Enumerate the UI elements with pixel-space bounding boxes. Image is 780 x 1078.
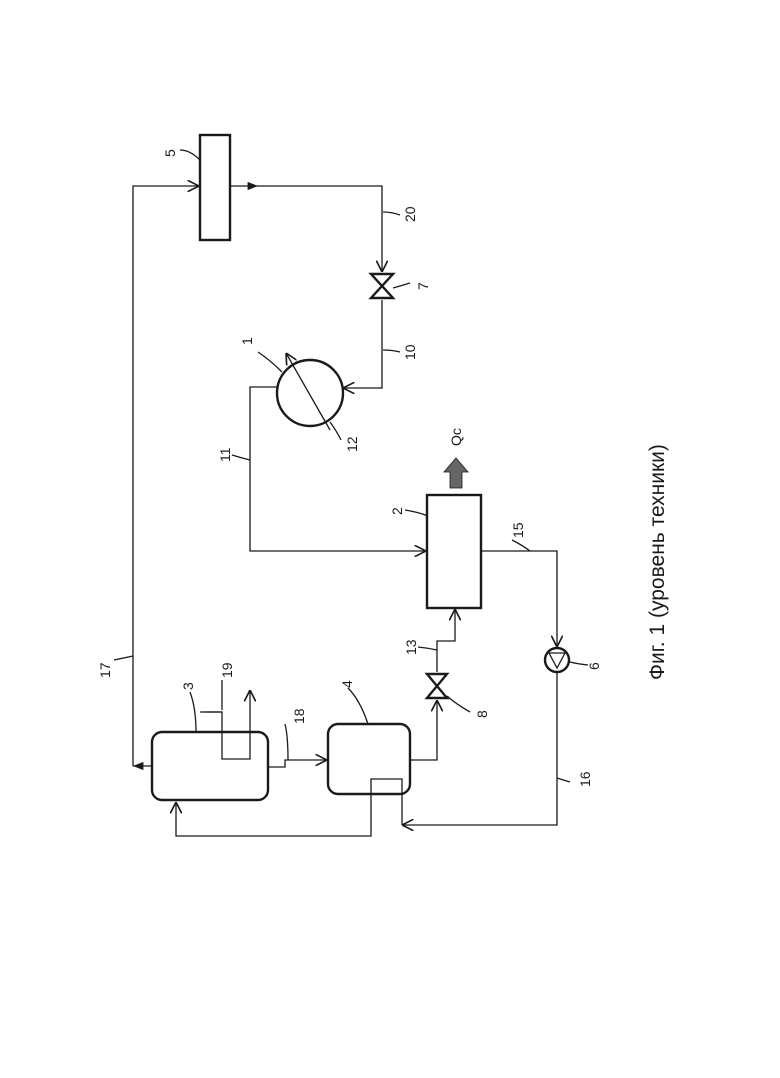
label-15: 15 [510,522,526,538]
heat-output-arrow [444,458,468,488]
pump-6-triangle [549,653,565,668]
heat-output-label: Qc [448,428,464,446]
label-17: 17 [97,662,113,678]
label-1: 1 [239,337,255,345]
line-13-a [410,700,437,760]
line-20 [258,186,382,272]
label-16: 16 [577,771,593,787]
unit-1-circle [277,360,343,426]
leader-4 [348,688,368,724]
label-5: 5 [162,149,178,157]
leader-18 [285,724,288,760]
label-6: 6 [586,662,602,670]
label-13: 13 [403,639,419,655]
leader-5 [180,150,200,160]
unit-1-diagonal-arrow [286,353,330,430]
leader-7 [393,283,410,288]
line-16 [402,672,557,825]
leader-8 [447,696,470,712]
label-19: 19 [219,662,235,678]
leader-13 [418,647,437,650]
leader-11 [232,455,250,460]
leader-12 [330,422,341,440]
label-2: 2 [389,507,405,515]
label-18: 18 [291,708,307,724]
label-4: 4 [339,680,355,688]
label-12: 12 [344,436,360,452]
leader-10 [383,350,400,352]
leader-20 [383,212,400,215]
unit-4-internal-tube [176,779,402,836]
leader-2 [405,510,428,516]
unit-2-box [427,495,481,608]
line-17 [133,186,199,766]
leader-15 [512,540,530,551]
valve-8-symbol [427,674,447,698]
leader-1 [258,352,282,372]
label-20: 20 [402,206,418,222]
line-15 [481,551,557,647]
unit-5-box [200,135,230,240]
leader-17 [114,656,133,660]
label-11: 11 [217,447,233,462]
label-7: 7 [415,282,431,290]
leader-16 [557,778,570,782]
label-8: 8 [474,710,490,718]
label-10: 10 [402,344,418,360]
leader-3 [190,692,196,732]
valve-7-symbol [371,274,393,298]
unit-4-vessel [328,724,410,794]
figure-caption: Фиг. 1 (уровень техники) [646,444,669,680]
line-10 [343,300,382,388]
line-19-coil [205,690,250,759]
line-13 [437,609,455,672]
label-3: 3 [180,682,196,690]
line-18 [268,760,327,767]
